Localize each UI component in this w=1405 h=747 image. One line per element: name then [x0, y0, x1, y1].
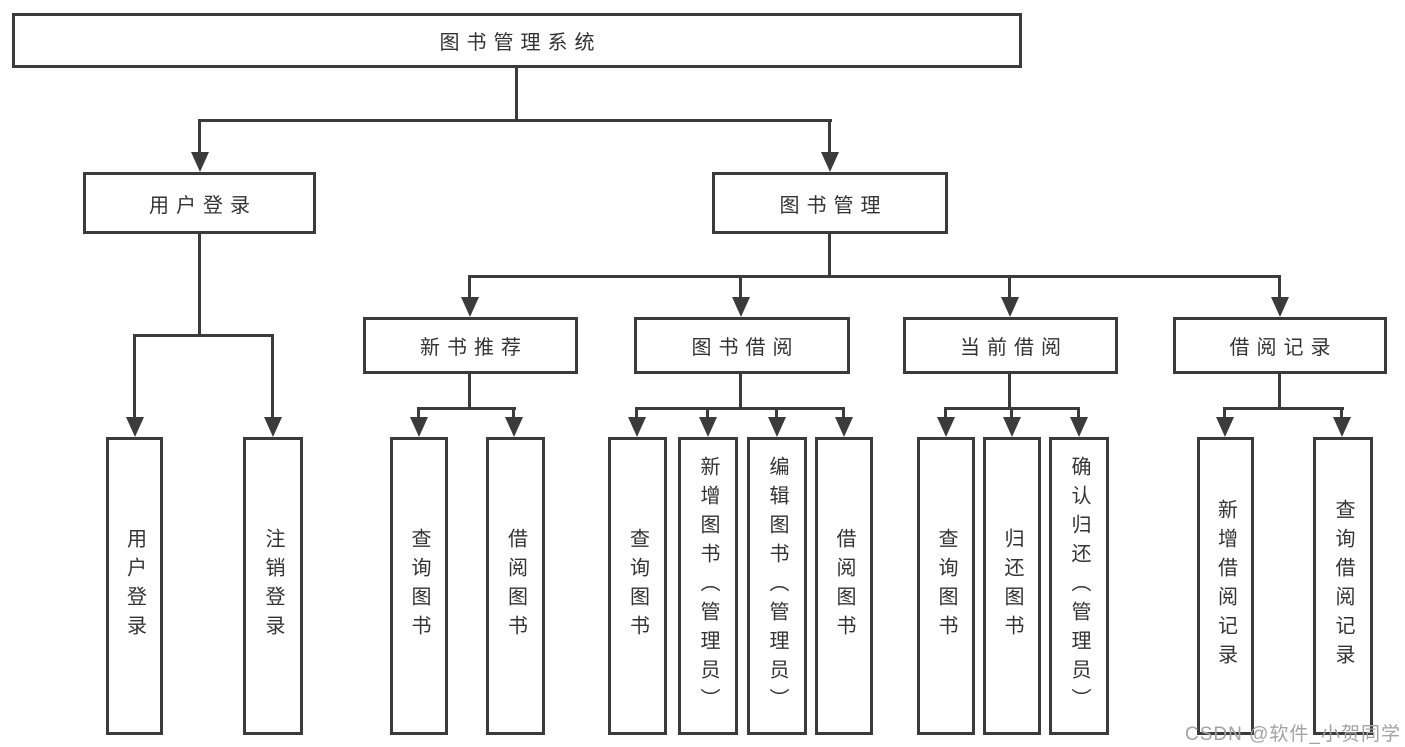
connector-root-right-drop: [828, 119, 831, 155]
connector-records-stem: [1278, 374, 1281, 410]
leaf-query-book-b: 查询图书: [608, 437, 667, 735]
arrowhead-to-query-book-a: [410, 417, 428, 437]
arrowhead-to-current: [1001, 297, 1019, 317]
leaf-query-record: 查询借阅记录: [1313, 437, 1373, 735]
connector-userlogin-branch: [133, 334, 274, 337]
node-user-login-label: 用户登录: [149, 194, 257, 217]
leaf-borrow-book-a-label: 借阅图书: [504, 528, 527, 644]
connector-records-drop2: [1340, 407, 1343, 419]
arrowhead-to-add-record: [1216, 417, 1234, 437]
leaf-user-login-label: 用户登录: [123, 528, 146, 644]
leaf-confirm-return-label: 确认归还（管理员）: [1068, 455, 1090, 717]
connector-borrow-branch: [635, 407, 845, 410]
arrowhead-to-query-record: [1333, 417, 1351, 437]
connector-drop-current: [1008, 275, 1011, 300]
arrowhead-to-book-mgmt: [821, 152, 839, 172]
arrowhead-to-confirm-return: [1070, 417, 1088, 437]
arrowhead-to-leaf-user-login: [126, 417, 144, 437]
node-records-label: 借阅记录: [1229, 337, 1338, 359]
leaf-add-book-label: 新增图书（管理员）: [697, 455, 719, 717]
arrowhead-to-add-book: [699, 417, 717, 437]
leaf-confirm-return: 确认归还（管理员）: [1049, 437, 1109, 735]
leaf-edit-book: 编辑图书（管理员）: [747, 437, 807, 735]
arrowhead-to-return-book: [1003, 417, 1021, 437]
leaf-edit-book-label: 编辑图书（管理员）: [766, 455, 788, 717]
arrowhead-to-new-book: [461, 297, 479, 317]
node-book-mgmt: 图书管理: [712, 172, 948, 234]
connector-newbook-branch: [417, 407, 516, 410]
leaf-borrow-book-b: 借阅图书: [815, 437, 873, 735]
leaf-add-record: 新增借阅记录: [1197, 437, 1254, 735]
connector-drop-borrow: [739, 275, 742, 300]
connector-borrow-drop4: [842, 407, 845, 419]
arrowhead-to-borrow: [732, 297, 750, 317]
connector-newbook-drop2: [512, 407, 515, 419]
connector-bookmgmt-stem: [828, 234, 831, 278]
connector-userlogin-right-drop: [271, 334, 274, 419]
node-records: 借阅记录: [1173, 317, 1387, 374]
arrowhead-to-leaf-logout: [264, 417, 282, 437]
arrowhead-to-records: [1271, 297, 1289, 317]
arrowhead-to-user-login: [191, 152, 209, 172]
connector-drop-records: [1278, 275, 1281, 300]
connector-borrow-drop2: [706, 407, 709, 419]
node-user-login: 用户登录: [83, 172, 316, 234]
leaf-logout: 注销登录: [243, 437, 303, 735]
leaf-user-login: 用户登录: [106, 437, 163, 735]
arrowhead-to-edit-book: [768, 417, 786, 437]
connector-newbook-drop1: [417, 407, 420, 419]
leaf-borrow-book-a: 借阅图书: [486, 437, 545, 735]
arrowhead-to-query-book-c: [937, 417, 955, 437]
leaf-logout-label: 注销登录: [262, 528, 284, 644]
connector-current-drop1: [944, 407, 947, 419]
connector-userlogin-stem: [198, 234, 201, 337]
leaf-return-book: 归还图书: [983, 437, 1041, 735]
connector-borrow-drop3: [775, 407, 778, 419]
leaf-query-book-b-label: 查询图书: [626, 528, 649, 644]
csdn-watermark: CSDN @软件_小贺同学: [1185, 724, 1401, 745]
leaf-borrow-book-b-label: 借阅图书: [833, 528, 855, 644]
leaf-query-book-a-label: 查询图书: [408, 528, 430, 644]
connector-drop-new-book: [468, 275, 471, 300]
connector-current-stem: [1008, 374, 1011, 410]
arrowhead-to-borrow-book-b: [835, 417, 853, 437]
connector-bookmgmt-branch: [468, 275, 1281, 278]
connector-root-left-drop: [198, 119, 201, 155]
connector-root-stem: [515, 68, 518, 122]
connector-userlogin-left-drop: [133, 334, 136, 419]
connector-borrow-drop1: [635, 407, 638, 419]
node-current-label: 当前借阅: [960, 337, 1068, 359]
arrowhead-to-borrow-book-a: [505, 417, 523, 437]
node-borrow: 图书借阅: [634, 317, 850, 374]
node-root: 图书管理系统: [12, 13, 1022, 68]
leaf-return-book-label: 归还图书: [1001, 528, 1023, 644]
node-root-label: 图书管理系统: [439, 32, 602, 54]
node-borrow-label: 图书借阅: [691, 337, 800, 359]
node-book-mgmt-label: 图书管理: [779, 194, 888, 217]
connector-records-branch: [1223, 407, 1344, 410]
arrowhead-to-query-book-b: [628, 417, 646, 437]
leaf-query-record-label: 查询借阅记录: [1332, 499, 1354, 673]
leaf-query-book-c: 查询图书: [917, 437, 975, 735]
leaf-query-book-c-label: 查询图书: [935, 528, 957, 644]
connector-newbook-stem: [468, 374, 471, 410]
connector-root-branch: [198, 119, 832, 122]
connector-records-drop1: [1223, 407, 1226, 419]
connector-borrow-stem: [739, 374, 742, 410]
leaf-query-book-a: 查询图书: [390, 437, 448, 735]
node-current: 当前借阅: [903, 317, 1118, 374]
leaf-add-book: 新增图书（管理员）: [678, 437, 738, 735]
connector-current-drop3: [1077, 407, 1080, 419]
connector-current-drop2: [1010, 407, 1013, 419]
node-new-book: 新书推荐: [363, 317, 578, 374]
node-new-book-label: 新书推荐: [420, 337, 528, 359]
leaf-add-record-label: 新增借阅记录: [1214, 499, 1237, 673]
